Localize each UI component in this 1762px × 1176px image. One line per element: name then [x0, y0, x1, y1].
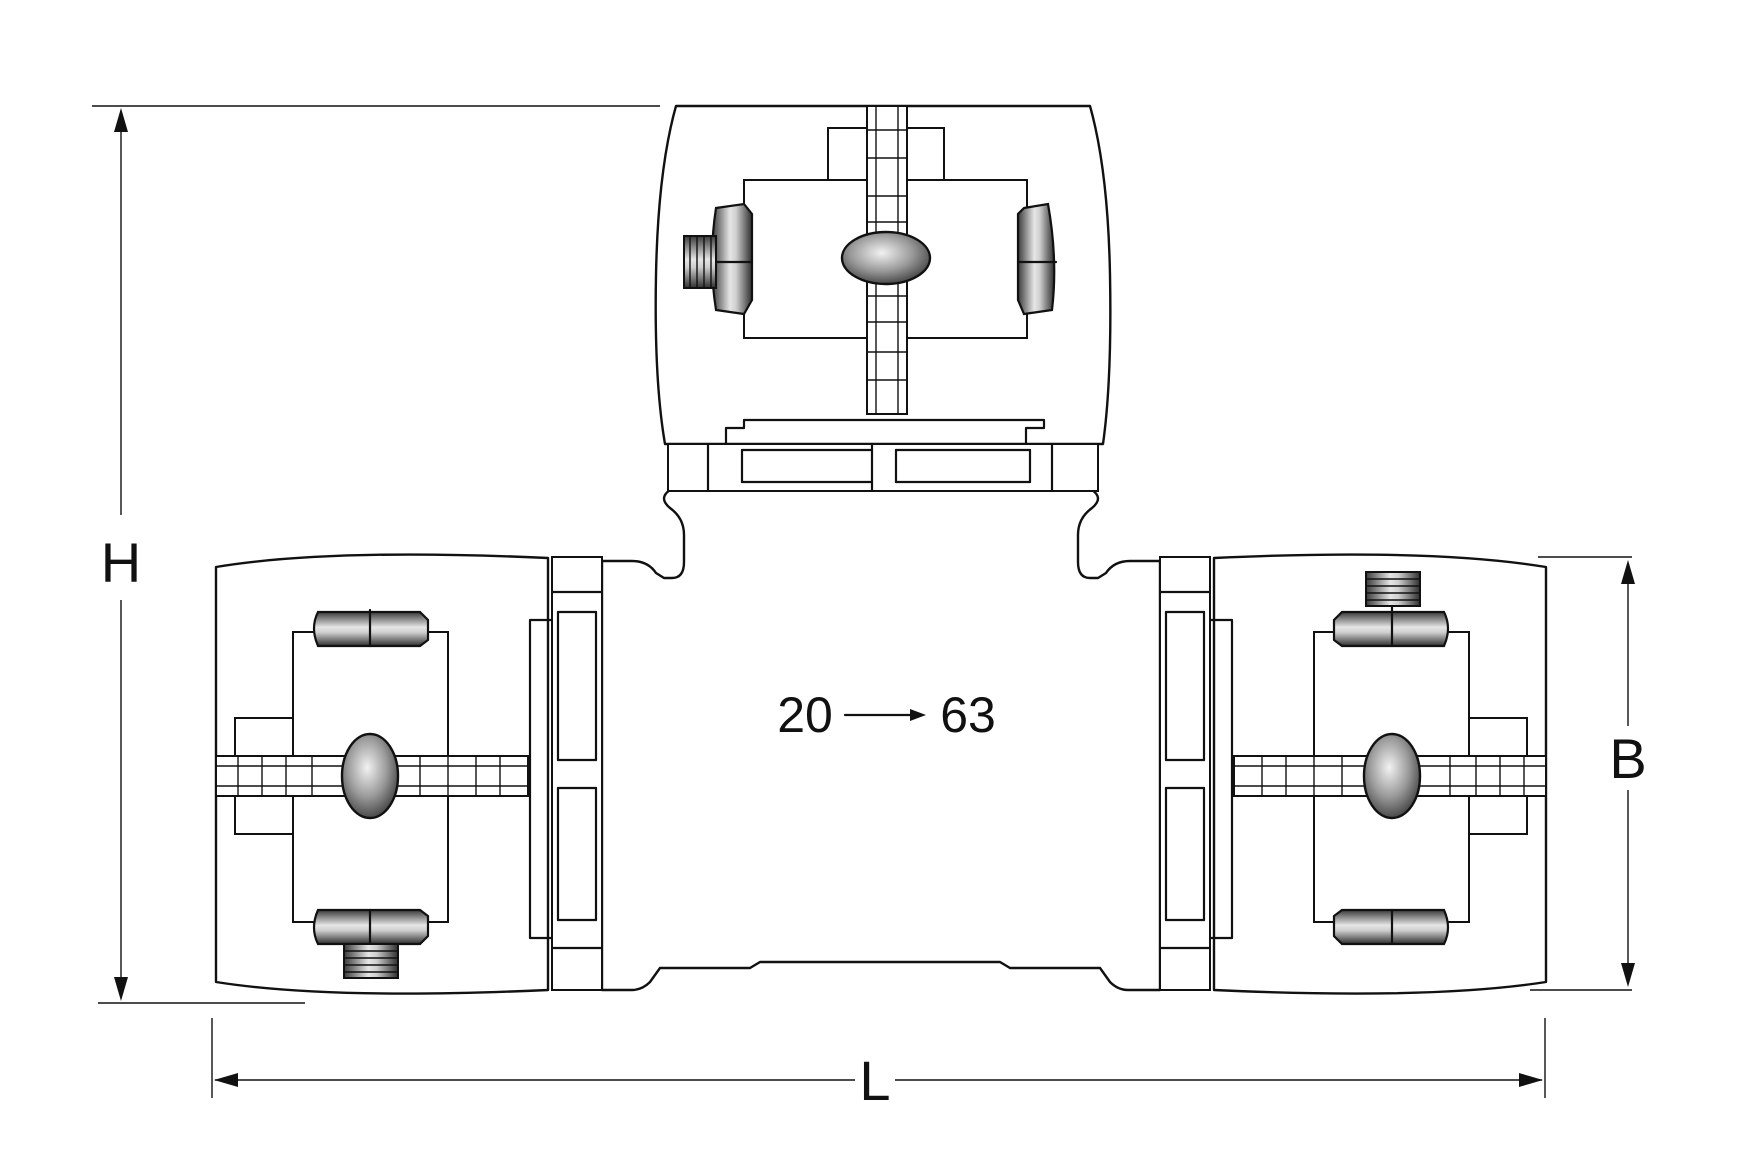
left-coupling: [214, 553, 604, 995]
right-coupling: [1158, 553, 1548, 995]
dimension-label-b: B: [1609, 727, 1646, 790]
dimension-l: [211, 1018, 1546, 1098]
size-range-to: 63: [940, 687, 996, 743]
arrow-right-icon: [843, 709, 926, 721]
dimension-b: [1530, 556, 1635, 991]
dimension-h: [92, 105, 660, 1004]
dimension-label-l: L: [859, 1049, 890, 1112]
size-range-from: 20: [777, 687, 833, 743]
top-coupling: [654, 104, 1112, 493]
tee-body: [600, 485, 1162, 992]
dimension-label-h: H: [101, 531, 141, 594]
